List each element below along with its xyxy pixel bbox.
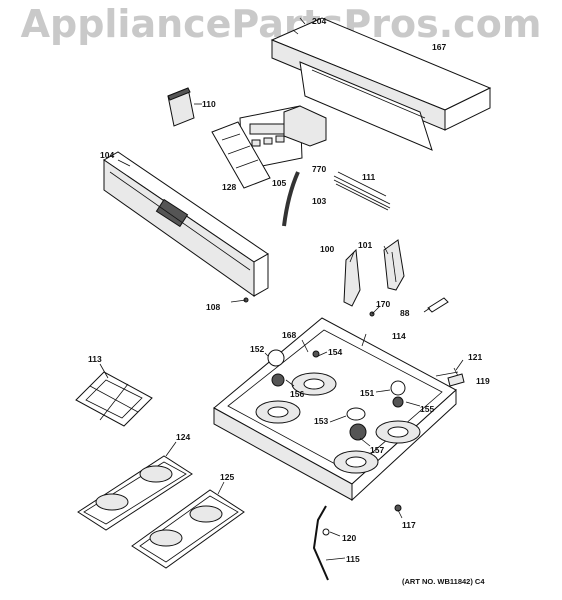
callout-155: 155 [420,404,434,414]
part-167-backguard [270,17,492,151]
callout-121: 121 [468,352,482,362]
callout-119: 119 [476,376,490,386]
part-100-bracket [343,248,361,307]
callout-101: 101 [358,240,372,250]
callout-124: 124 [176,432,190,442]
callout-110: 110 [202,99,216,109]
callout-154: 154 [328,347,342,357]
callout-168: 168 [282,330,296,340]
callout-128: 128 [222,182,236,192]
part-104-control-panel [103,151,269,297]
callout-170: 170 [376,299,390,309]
art-number: (ART NO. WB11842) C4 [402,577,485,586]
part-101-bracket [383,239,405,291]
callout-labels: 204 167 110 104 128 105 770 111 103 108 … [88,16,490,586]
callout-151: 151 [360,388,374,398]
callout-100: 100 [320,244,334,254]
callout-114: 114 [392,331,406,341]
callout-770: 770 [312,164,326,174]
part-111-harness [333,171,391,211]
callout-115: 115 [346,554,360,564]
part-88-clip [427,297,449,313]
callout-153: 153 [314,416,328,426]
part-124-drip-pan [77,455,193,531]
callout-152: 152 [250,344,264,354]
callout-108: 108 [206,302,220,312]
part-117-fastener [394,504,402,512]
part-125-drip-pan [131,489,245,569]
callout-103: 103 [312,196,326,206]
callout-113: 113 [88,354,102,364]
callout-105: 105 [272,178,286,188]
part-770-bracket [283,105,327,147]
leader-lines [99,159,464,561]
callout-104: 104 [100,150,114,160]
callout-117: 117 [402,520,416,530]
callout-156: 156 [290,389,304,399]
callout-167: 167 [432,42,446,52]
part-119-bracket [447,373,465,387]
callout-204: 204 [312,16,326,26]
part-113-grate [75,371,153,427]
part-103-tube [282,171,300,227]
callout-88: 88 [400,308,410,318]
part-110-module [167,87,202,127]
part-128-overlay [211,121,271,189]
callout-125: 125 [220,472,234,482]
callout-157: 157 [370,445,384,455]
part-115-tube [312,505,330,581]
callout-111: 111 [362,172,376,182]
callout-120: 120 [342,533,356,543]
part-burner-caps [267,349,406,441]
